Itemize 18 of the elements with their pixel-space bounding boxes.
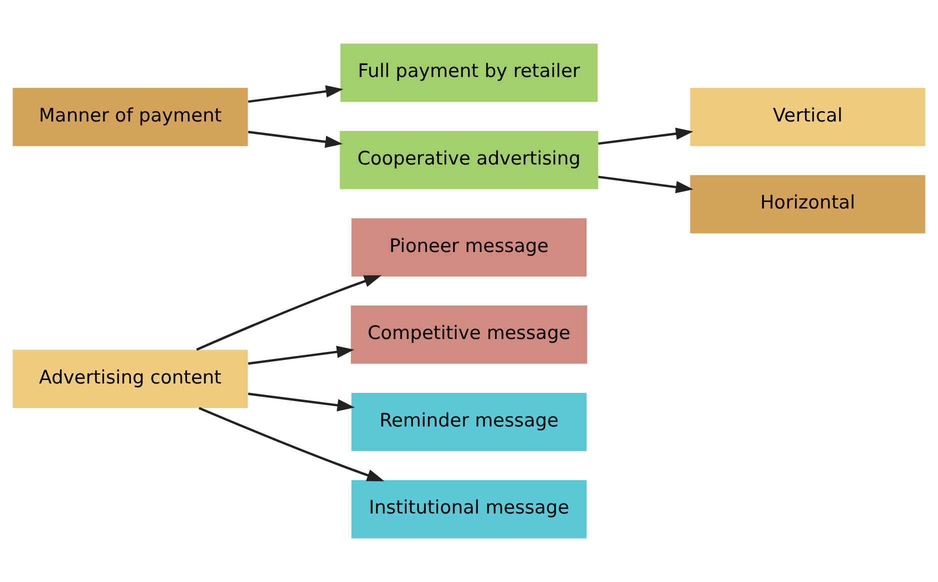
arrow <box>598 176 694 194</box>
node-box: Cooperative advertising <box>340 130 598 190</box>
arrow <box>248 130 343 148</box>
node-box: Full payment by retailer <box>340 44 598 102</box>
arrow <box>248 346 354 365</box>
node-box: Pioneer message <box>351 218 587 276</box>
arrow <box>248 392 355 412</box>
arrow <box>598 128 694 145</box>
node-box: Institutional message <box>351 480 587 538</box>
node-box: Manner of payment <box>12 88 248 146</box>
arrow <box>248 85 344 103</box>
node-box: Advertising content <box>12 350 248 408</box>
node-box: Competitive message <box>350 306 588 364</box>
node-box: Horizontal <box>690 175 926 234</box>
node-box: Vertical <box>690 88 926 146</box>
arrow <box>196 275 382 351</box>
node-box: Reminder message <box>351 392 587 452</box>
arrow <box>198 406 384 482</box>
